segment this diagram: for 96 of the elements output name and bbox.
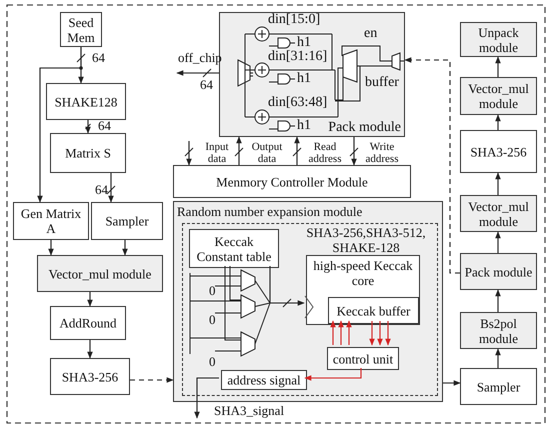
edge-label: SHA3_signal: [214, 405, 284, 417]
process-box: [460, 195, 537, 232]
edge-label: Write address: [364, 141, 400, 165]
edge-label: 64: [92, 52, 105, 64]
signal-label: h1: [297, 37, 311, 49]
edge-label: 64: [95, 184, 108, 196]
signal-label: h1: [297, 120, 311, 132]
signal-label: 0: [209, 356, 216, 368]
arrow: [48, 240, 54, 256]
arrow: [176, 70, 219, 76]
box-label: SHA3-256: [469, 144, 528, 159]
arrow: [87, 340, 93, 359]
process-box: [306, 255, 420, 325]
signal-label: h1: [297, 73, 311, 85]
arrow: [385, 321, 391, 346]
process-box: [221, 370, 307, 390]
box-label: Keccak Constant table: [196, 234, 272, 264]
process-box: [46, 83, 126, 120]
box-label: Unpack module: [477, 24, 520, 54]
box-label: Sampler: [104, 214, 150, 228]
box-label: Matrix S: [64, 146, 112, 160]
edge-label: Input data: [204, 141, 230, 165]
box-label: Seed Mem: [66, 14, 96, 44]
arrow: [338, 320, 344, 345]
arrow: [269, 266, 305, 306]
signal-label: 0: [209, 285, 216, 297]
dashed-group-box: [182, 223, 438, 396]
process-box: [50, 358, 130, 395]
arrow: [294, 136, 300, 165]
box-label: address signal: [226, 372, 302, 388]
process-box: [328, 297, 419, 324]
arrow: [495, 289, 501, 312]
box-label: AddRound: [58, 316, 118, 330]
signal-label: 0: [209, 314, 216, 326]
arrow: [186, 141, 192, 166]
process-box: [327, 347, 399, 370]
process-box: [13, 202, 89, 240]
box-label: Sampler: [476, 379, 522, 394]
process-box: [50, 306, 126, 340]
process-box: [60, 12, 102, 47]
box-label: SHAKE128: [54, 94, 118, 109]
box-label: Pack module: [464, 264, 534, 279]
signal-label: 64: [200, 79, 213, 91]
process-box: [91, 202, 163, 240]
edge-label: Output data: [250, 141, 284, 165]
process-box: [173, 165, 411, 198]
box-label: control unit: [332, 351, 394, 366]
arrow: [495, 231, 501, 253]
arrow: [495, 56, 501, 77]
process-box: [460, 77, 537, 115]
arrow: [346, 320, 352, 345]
process-box: [460, 22, 537, 57]
arrow: [369, 321, 375, 346]
arrow: [194, 377, 219, 419]
arrow: [85, 120, 91, 134]
edge-label: Read address: [308, 141, 342, 165]
arrow: [404, 57, 460, 274]
signal-label: din[15:0]: [268, 14, 320, 26]
arrow: [304, 368, 362, 381]
box-label: Bs2pol module: [478, 316, 519, 346]
box-label: Random number expansion module: [177, 204, 362, 219]
arrow: [443, 380, 461, 386]
arrow: [495, 172, 501, 195]
arrow: [130, 377, 174, 383]
arrow: [330, 320, 336, 345]
arrow: [122, 240, 128, 256]
box-label: Vector_mul module: [48, 266, 152, 281]
process-box: [460, 130, 537, 173]
arrow: [377, 321, 383, 346]
signal-label: en: [364, 28, 378, 40]
signal-label: din[31:16]: [268, 51, 328, 63]
process-box: [460, 253, 537, 290]
box-label: Menmory Controller Module: [215, 174, 369, 189]
arrow: [351, 137, 357, 166]
process-box: [460, 312, 537, 349]
box-label: Gen Matrix A: [20, 206, 82, 236]
edge-label: 64: [98, 120, 111, 132]
box-label: Keccak buffer: [336, 303, 412, 318]
arrow: [37, 47, 82, 203]
arrow: [236, 136, 242, 165]
arrow: [108, 173, 114, 203]
module-panel: [173, 201, 443, 402]
signal-label: din[63:48]: [268, 97, 328, 109]
process-box: [37, 255, 163, 292]
arrow: [495, 348, 501, 368]
arrow: [495, 114, 501, 130]
box-label: SHA3-256: [60, 369, 120, 384]
process-box: [460, 368, 537, 405]
box-label: Vector_mul module: [467, 81, 530, 111]
process-box: [189, 229, 279, 268]
box-label: Vector_mul module: [467, 198, 530, 228]
arrow: [87, 292, 93, 307]
signal-label: buffer: [365, 77, 399, 89]
process-box: [50, 133, 126, 173]
box-label: high-speed Keccak core: [312, 258, 414, 288]
box-label: Pack module: [328, 120, 401, 135]
